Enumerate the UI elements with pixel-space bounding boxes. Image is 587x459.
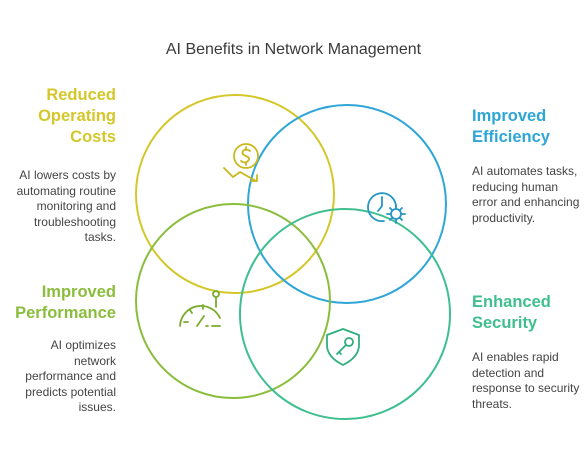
ring-efficiency	[247, 104, 447, 304]
benefit-heading: Enhanced Security	[472, 293, 551, 332]
benefit-heading: Improved Efficiency	[472, 107, 550, 146]
clock-gear-icon	[367, 192, 406, 224]
benefit-heading: Improved Performance	[15, 283, 116, 322]
benefit-description: AI lowers costs by automating routine mo…	[16, 168, 116, 244]
benefit-improved-performance: Improved Performance AI optimizes networ…	[0, 282, 116, 416]
benefit-description: AI enables rapid detection and response …	[472, 350, 580, 411]
benefit-heading: Reduced Operating Costs	[38, 86, 116, 146]
benefit-enhanced-security: Enhanced Security AI enables rapid detec…	[472, 292, 587, 412]
benefit-description: AI optimizes network performance and pre…	[25, 338, 116, 414]
diagram-title: AI Benefits in Network Management	[165, 41, 422, 58]
benefit-reduced-costs: Reduced Operating Costs AI lowers costs …	[0, 85, 116, 246]
dollar-down-icon	[223, 143, 259, 182]
gauge-icon	[179, 290, 221, 327]
benefit-improved-efficiency: Improved Efficiency AI automates tasks, …	[472, 106, 587, 226]
shield-key-icon	[326, 328, 360, 366]
ring-security	[239, 208, 451, 420]
ring-costs	[135, 94, 335, 294]
benefit-description: AI automates tasks, reducing human error…	[472, 164, 580, 225]
ring-performance	[135, 203, 331, 399]
